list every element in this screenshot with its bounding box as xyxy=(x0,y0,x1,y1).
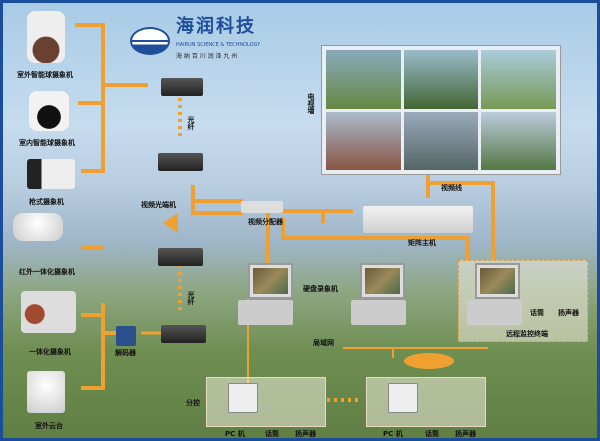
video-line xyxy=(426,171,495,261)
remote-terminal xyxy=(467,300,522,325)
matrix-host-label: 矩阵主机 xyxy=(408,239,436,247)
video-distributor-label: 视频分配器 xyxy=(248,218,283,226)
optical-transceiver xyxy=(161,78,203,96)
decoder-label: 解码器 xyxy=(115,349,136,357)
logo-english: HAIRUN SCIENCE & TECHNOLOGY xyxy=(176,42,261,48)
optical-transceiver xyxy=(161,325,206,343)
pc-icon xyxy=(228,383,258,413)
network-cloud xyxy=(404,353,454,369)
speaker-label: 扬声器 xyxy=(455,430,476,438)
dvr-monitor xyxy=(248,263,293,299)
video-line-label: 视频线 xyxy=(441,184,462,192)
remote-terminal-monitor xyxy=(475,263,520,299)
fiber-label: 光纤 xyxy=(187,116,195,130)
indoor-dome-camera xyxy=(29,91,69,131)
speaker-label: 扬声器 xyxy=(295,430,316,438)
tv-wall xyxy=(321,45,561,175)
logo-name: 海润科技 xyxy=(176,16,256,37)
logo-slogan: 海 纳 百 川 润 泽 九 州 xyxy=(176,53,238,60)
logo: 海润科技 HAIRUN SCIENCE & TECHNOLOGY 海 纳 百 川… xyxy=(128,15,303,69)
camera-label: 枪式摄象机 xyxy=(29,198,64,206)
mic-label: 话筒 xyxy=(530,309,544,317)
distributor-line xyxy=(263,209,470,263)
fiber-label: 光纤 xyxy=(187,291,195,305)
camera-label: 室内智能球摄象机 xyxy=(19,139,75,147)
optical-transceiver-label: 视频光端机 xyxy=(141,201,176,209)
dvr-monitor xyxy=(360,263,405,299)
infrared-camera xyxy=(13,213,63,241)
decoder xyxy=(116,326,136,346)
lan-label: 局域网 xyxy=(313,339,334,347)
pc-label: PC 机 xyxy=(383,430,403,438)
camera-label: 室外智能球摄象机 xyxy=(17,71,73,79)
pc-label: PC 机 xyxy=(225,430,245,438)
speaker-label: 扬声器 xyxy=(558,309,579,317)
optical-transceiver xyxy=(158,153,203,171)
box-camera xyxy=(27,159,75,189)
transceiver-line xyxy=(191,185,243,215)
remote-terminal-label: 远程监控终端 xyxy=(506,330,548,338)
camera-bus-line xyxy=(75,23,148,390)
dvr xyxy=(238,300,293,325)
camera-label: 一体化摄象机 xyxy=(29,348,71,356)
integrated-camera xyxy=(21,291,76,333)
sub-station-2 xyxy=(366,377,486,427)
camera-label: 室外云台 xyxy=(35,422,63,430)
dvr xyxy=(351,300,406,325)
matrix-host xyxy=(363,206,473,233)
pc-icon xyxy=(388,383,418,413)
tv-wall-label: 电视墙 xyxy=(307,93,315,114)
mic-label: 话筒 xyxy=(425,430,439,438)
sub-control-label: 分控 xyxy=(186,399,200,407)
dvr-label: 硬盘录象机 xyxy=(303,285,338,293)
optical-transceiver xyxy=(158,248,203,266)
mic-label: 话筒 xyxy=(265,430,279,438)
logo-emblem xyxy=(130,27,170,55)
camera-label: 红外一体化摄象机 xyxy=(19,268,75,276)
video-distributor xyxy=(241,201,283,213)
outdoor-pan-tilt xyxy=(27,371,65,413)
outdoor-dome-camera xyxy=(27,11,65,63)
sub-station-1 xyxy=(206,377,326,427)
connection-lines xyxy=(75,23,495,402)
